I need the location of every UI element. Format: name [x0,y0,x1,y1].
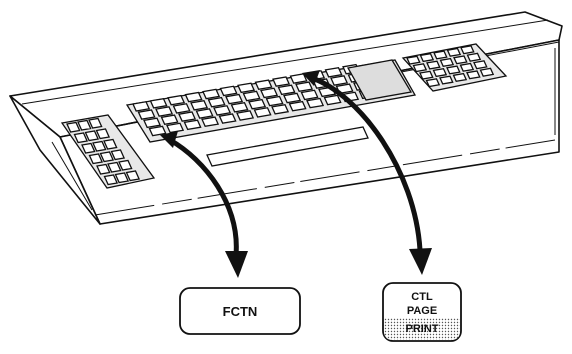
key-cap [96,163,111,175]
key-cap [218,113,237,124]
key-cap [66,121,81,133]
key-cap [190,99,209,111]
key-cap [466,70,481,80]
key-cap [73,132,89,144]
key-cap [166,122,185,134]
arrow-down-icon [167,75,423,258]
key-cap [446,65,461,75]
key-cap [88,153,104,165]
key-cap [88,117,103,129]
left-keypad [60,114,156,189]
key-cap [433,50,448,60]
key-cap [300,89,319,101]
key-cap [254,79,273,91]
key-cap [419,70,434,80]
key-cap [236,110,255,121]
key-cap [277,84,296,96]
key-cap [323,94,342,106]
key-cap [148,125,167,137]
key-cap [84,130,100,142]
key-cap [183,119,202,131]
key-cap [103,174,119,186]
key-cap [201,116,220,128]
key-cap [265,95,284,107]
main-keyboard [125,59,417,167]
key-cap [137,109,156,120]
key-cap [439,57,455,68]
key-cap [132,101,151,112]
spacebar [206,126,369,167]
ctl-key-line3: PRINT [406,323,439,335]
key-cap [178,111,197,122]
fctn-key-label: FCTN [223,304,258,319]
key-cap [295,81,314,93]
key-cap [184,91,203,103]
key-cap [289,73,308,84]
key-cap [77,119,92,131]
key-cap [103,138,118,150]
key-cap [446,47,462,57]
key-cap [125,170,141,182]
key-cap [99,151,115,163]
key-cap [272,76,291,87]
key-cap [412,63,428,73]
key-cap [452,72,468,83]
key-cap [155,106,174,117]
key-cap [207,96,226,108]
key-cap [260,87,279,99]
ctl-key-line1: CTL [411,291,433,303]
key-cap [167,94,186,106]
key-cap [439,75,454,85]
key-cap [81,142,96,154]
key-cap [118,159,133,171]
right-keypad [401,43,508,92]
key-cap [172,103,191,114]
key-cap [432,67,448,78]
key-cap [288,100,307,112]
key-cap [202,88,221,100]
key-cap [149,97,168,109]
key-cap [253,107,272,118]
key-cap [230,101,249,113]
arrowheads [160,70,432,278]
key-cap [271,103,290,115]
key-cap [242,90,261,102]
key-cap [225,93,244,105]
key-cap [114,172,130,184]
key-cap [459,62,475,72]
fctn-key: FCTN [179,287,301,335]
key-cap [213,105,232,116]
key-cap [426,60,441,70]
key-cap [237,82,256,94]
ctl-page-print-key: CTL PAGE PRINT [382,282,462,342]
key-cap [143,117,162,129]
key-cap [110,149,126,161]
key-cap [324,66,343,78]
key-cap [160,114,179,126]
key-cap [460,45,475,55]
key-cap [425,78,441,88]
key-cap [248,98,267,110]
key-cap [219,85,238,97]
key-cap [107,161,122,173]
key-cap [419,52,435,63]
key-cap [195,108,214,119]
key-cap [406,55,421,65]
key-cap [466,52,482,62]
key-cap [473,60,488,70]
key-cap [95,128,111,140]
key-cap [283,92,302,104]
key-cap [479,67,495,77]
key-cap [92,140,107,152]
key-cap [306,97,325,109]
key-cap [453,55,468,65]
key-cap [330,75,349,86]
ctl-key-line2: PAGE [407,305,437,317]
